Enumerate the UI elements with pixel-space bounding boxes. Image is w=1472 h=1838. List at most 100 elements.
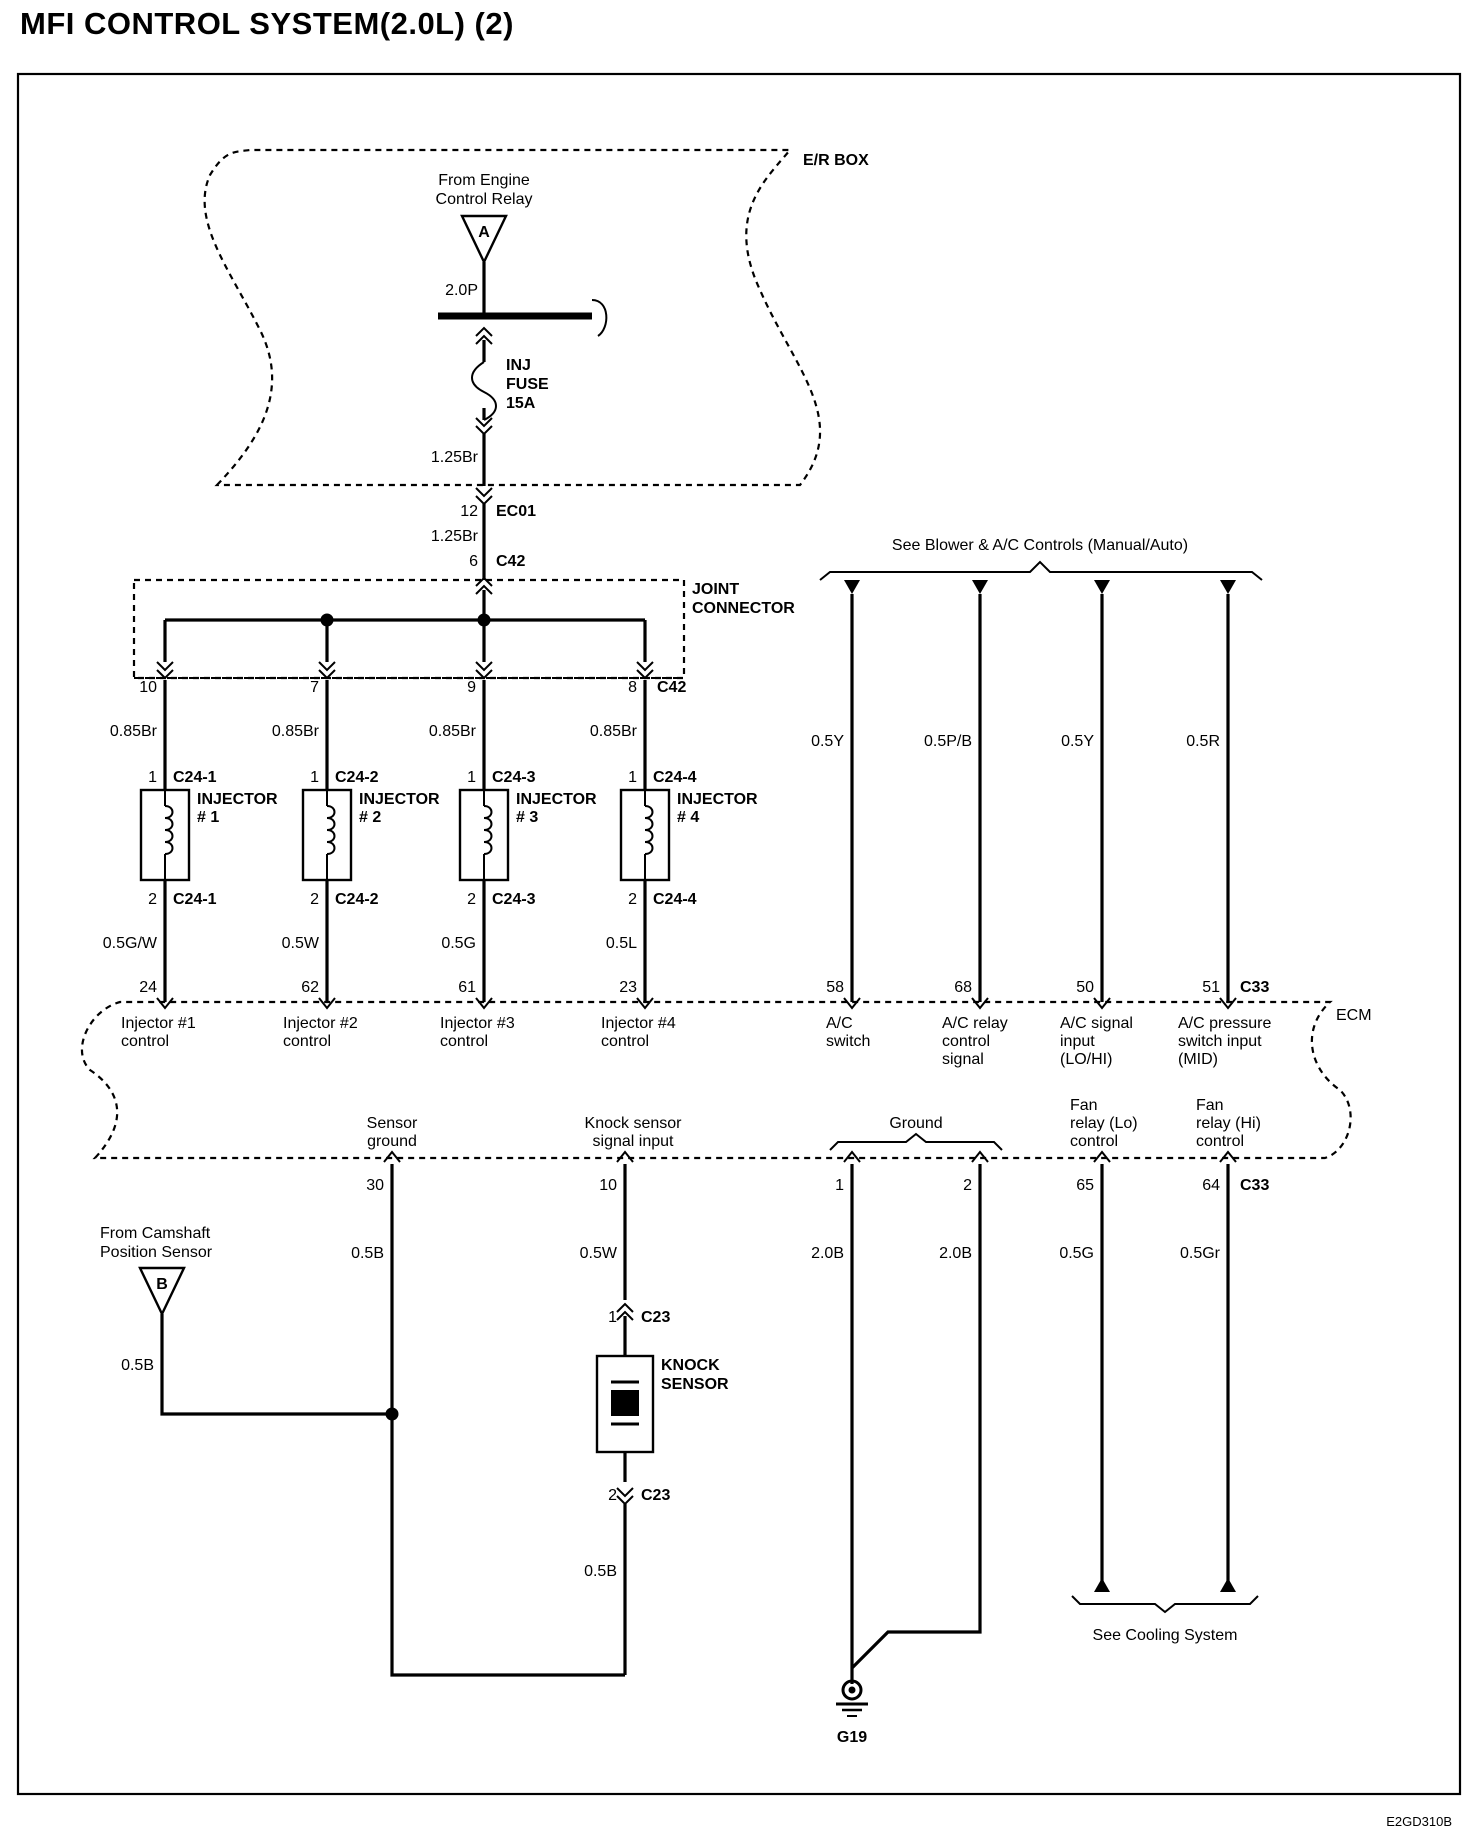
connector-label: C42 [657, 679, 686, 696]
pin-label: 58 [826, 979, 844, 996]
pin-label: 1 [148, 769, 157, 786]
wire-label: 0.5L [606, 935, 637, 952]
connector-label: C24-3 [492, 769, 536, 786]
connector-mark [843, 1150, 861, 1163]
er-box-label: E/R BOX [803, 152, 869, 169]
pin-label: 2 [148, 891, 157, 908]
coil-icon [164, 805, 174, 855]
ac-header: See Blower & A/C Controls (Manual/Auto) [892, 537, 1188, 554]
ecm-pin-label: (LO/HI) [1060, 1051, 1112, 1068]
ecm-pin-label: signal input [593, 1133, 675, 1150]
coil-icon [644, 805, 654, 855]
arrow-icon [1220, 580, 1236, 594]
connector-mark [383, 1150, 401, 1163]
cooling-brace [1071, 1595, 1259, 1614]
ecm-pin-label: control [1196, 1133, 1244, 1150]
ground-label: Ground [889, 1115, 942, 1132]
pin-label: 62 [301, 979, 319, 996]
pin-label: 12 [460, 503, 478, 520]
wire-label: 0.5Y [811, 733, 844, 750]
ecm-pin-label: Fan [1196, 1097, 1224, 1114]
ecm-pin-label: control [440, 1033, 488, 1050]
connector-mark [636, 661, 654, 679]
ecm-pin-label: relay (Lo) [1070, 1115, 1138, 1132]
pin-label: 2 [608, 1487, 617, 1504]
pin-label: 2 [310, 891, 319, 908]
arrow-icon [844, 580, 860, 594]
wire-ground-b [850, 1164, 982, 1670]
source-a-letter: A [478, 224, 490, 241]
pin-label: 65 [1076, 1177, 1094, 1194]
connector-label: C24-1 [173, 891, 217, 908]
injector-title: INJECTOR [677, 791, 758, 808]
arrow-icon [1220, 1578, 1236, 1592]
connector-label: C33 [1240, 1177, 1269, 1194]
ecm-pin-label: Knock sensor [585, 1115, 683, 1132]
wire-label: 0.5Gr [1180, 1245, 1221, 1262]
busbar-end [591, 299, 608, 337]
ecm-pin-label: A/C relay [942, 1015, 1008, 1032]
connector-label: EC01 [496, 503, 536, 520]
ecm-pin-label: A/C pressure [1178, 1015, 1271, 1032]
joint-connector-label: CONNECTOR [692, 600, 795, 617]
ecm-pin-label: signal [942, 1051, 984, 1068]
ecm-pin-label: Injector #4 [601, 1015, 676, 1032]
wire-label: 0.5R [1186, 733, 1220, 750]
wire-label: 0.5G/W [103, 935, 158, 952]
pin-label: 24 [139, 979, 157, 996]
ecm-pin-label: ground [367, 1133, 417, 1150]
pin-label: 10 [139, 679, 157, 696]
ecm-label: ECM [1336, 1007, 1372, 1024]
wire-label: 0.5W [580, 1245, 618, 1262]
page-title: MFI CONTROL SYSTEM(2.0L) (2) [20, 6, 514, 41]
connector-label: C24-3 [492, 891, 536, 908]
wire-label: 0.5B [351, 1245, 384, 1262]
injector-title: INJECTOR [359, 791, 440, 808]
pin-label: 61 [458, 979, 476, 996]
ecm-pin-label: A/C signal [1060, 1015, 1133, 1032]
ground-icon [841, 1679, 863, 1701]
pin-label: 10 [599, 1177, 617, 1194]
ecm-pin-label: control [1070, 1133, 1118, 1150]
connector-label: C33 [1240, 979, 1269, 996]
pin-label: 2 [628, 891, 637, 908]
ground-brace [829, 1132, 1003, 1151]
pin-label: 23 [619, 979, 637, 996]
connector-label: C23 [641, 1309, 670, 1326]
connector-mark [1093, 1150, 1111, 1163]
ac-brace [819, 560, 1263, 581]
pin-label: 2 [963, 1177, 972, 1194]
wire-label: 1.25Br [431, 449, 479, 466]
wire-label: 1.25Br [431, 528, 479, 545]
connector-mark [616, 1487, 634, 1505]
connector-label: C23 [641, 1487, 670, 1504]
ecm-pin-label: Injector #1 [121, 1015, 196, 1032]
knock-sensor-label: KNOCK [661, 1357, 720, 1374]
connector-mark [318, 661, 336, 679]
pin-label: 1 [608, 1309, 617, 1326]
figure-code: E2GD310B [1386, 1814, 1452, 1829]
arrow-icon [1094, 1578, 1110, 1592]
connector-label: C24-4 [653, 769, 697, 786]
ecm-pin-label: A/C [826, 1015, 853, 1032]
arrow-icon [1094, 580, 1110, 594]
knock-sensor-element [611, 1390, 639, 1416]
injector-number: # 3 [516, 809, 538, 826]
ecm-pin-label: control [121, 1033, 169, 1050]
ecm-pin-label: control [942, 1033, 990, 1050]
wire-camshaft [160, 1314, 392, 1416]
fuse-label: FUSE [506, 376, 549, 393]
er-box-outline [203, 148, 822, 487]
ground-point-label: G19 [837, 1729, 867, 1746]
fuse-icon [471, 361, 497, 421]
pin-label: 9 [467, 679, 476, 696]
source-b-marker [138, 1266, 186, 1317]
